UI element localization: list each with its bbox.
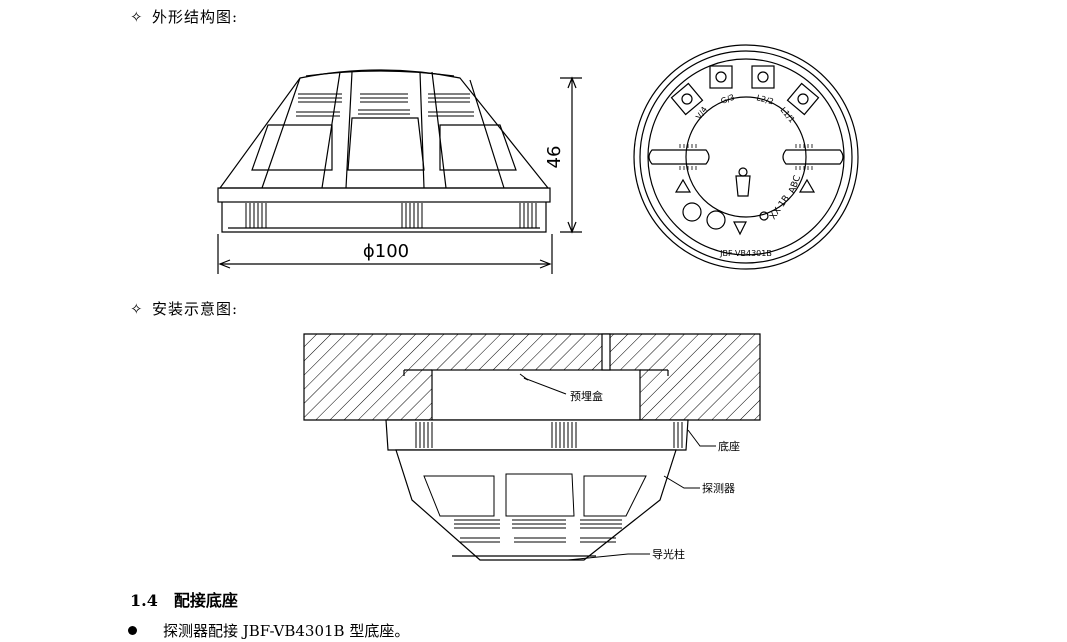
box-label: 预埋盒 — [570, 389, 603, 403]
structure-heading: ✧ 外形结构图: — [130, 6, 238, 27]
structure-heading-text: 外形结构图: — [152, 8, 239, 26]
list-item-text: 探测器配接 JBF-VB4301B 型底座。 — [163, 622, 410, 640]
height-dimension-label: 46 — [544, 146, 565, 169]
terminal-label-2: G/3 — [720, 93, 736, 106]
base-label: 底座 — [718, 439, 740, 453]
diamond-star-icon: ✧ — [130, 7, 143, 26]
model-label: JBF-VB4301B — [719, 249, 772, 258]
list-item: 探测器配接 JBF-VB4301B 型底座。 — [128, 620, 409, 641]
section-title: 配接底座 — [173, 591, 238, 610]
diameter-dimension-label: ϕ100 — [363, 241, 409, 262]
terminal-label-3: L2/2 — [755, 93, 774, 106]
install-heading-text: 安装示意图: — [152, 300, 239, 318]
diamond-star-icon: ✧ — [130, 299, 143, 318]
detector-label: 探测器 — [702, 482, 735, 495]
light-pipe-label: 导光柱 — [652, 547, 685, 561]
bullet-dot-icon — [128, 626, 137, 635]
section-number: 1.4 — [130, 591, 158, 610]
section-heading: 1.4 配接底座 — [130, 587, 238, 611]
install-heading: ✧ 安装示意图: — [130, 298, 238, 319]
